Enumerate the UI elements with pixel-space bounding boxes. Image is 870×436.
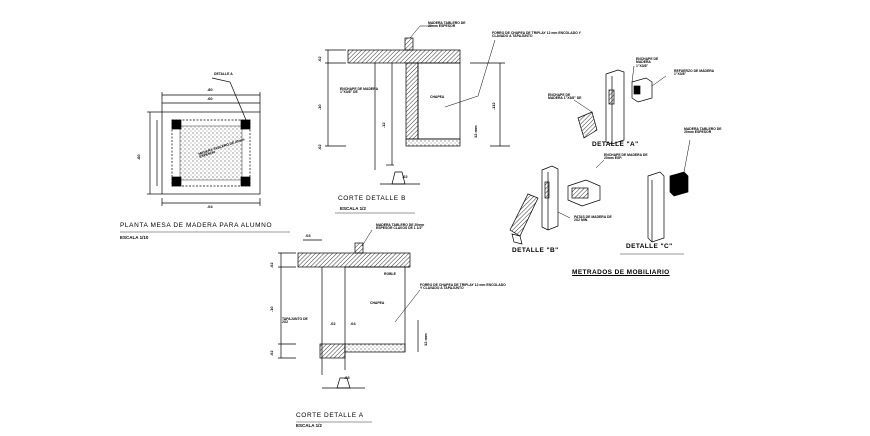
detalle-c-iso [620,139,691,255]
block-a-iso [577,111,598,139]
corte-b-dim-height: .10 [317,104,322,110]
corte-b-dim-bottom: .02 [317,144,322,150]
metrados-note-2: ENCHAPE DE MADERA 1"X3/8" DE [548,93,582,101]
planta-detail-callout: DETALLE A [214,72,233,76]
cap-a-iso [631,77,653,103]
corte-a-note-forro: FORRO DE CHAPEA DE TRIPLAY 12 mm ENCOLAD… [420,283,506,291]
block-a [354,242,364,254]
panel-b [417,62,461,140]
planta-dim-width: .80 [207,87,213,92]
post-b [405,62,419,140]
corte-b-view [325,25,510,214]
corte-a-dim-c: .04 [350,321,356,326]
corte-a-note-chapea: CHAPEA [370,301,385,305]
corte-a-note-tablero: MADERA TABLERO DE 20mm ESPESOR CLAVOS DE… [376,223,425,231]
corte-a-title: CORTE DETALLE A [296,412,364,419]
detalle-a-label: DETALLE "A" [592,141,639,148]
corte-b-note-tablero: MADERA TABLERO DE 20mm ESPESOR [428,21,466,29]
metrados-note-5: ENCHAPE DE MADERA DE 20mm ESP. [604,153,648,161]
corte-a-note-roble: ROBLE [384,272,396,276]
corte-a-dim-top: .03 [305,233,311,238]
detalle-b-iso [509,159,605,245]
detalle-a-iso [573,65,667,145]
table-inner-outline [171,119,251,187]
rail-b-iso [509,193,539,237]
corte-a-dim-mm: 12 mm [423,333,428,346]
metrados-title: METRADOS DE MOBILIARIO [572,269,670,276]
post-c-iso [647,171,665,243]
detalle-c-label: DETALLE "C" [626,243,673,250]
corte-a-dim-height: .10 [269,306,274,312]
corte-b-note-chapea: CHAPEA [430,95,445,99]
corte-b-dim-base: .02 [402,174,408,179]
corte-a-dim-b: .02 [330,321,336,326]
leg-bottom-right [240,176,251,187]
corte-b-dim-mm: 12 mm [473,125,478,138]
tabletop-b [347,49,461,64]
detail-a-leader [211,77,247,121]
corte-a-scale: ESCALA 1/2 [296,423,322,428]
table-panel [179,125,243,181]
table-outer-outline [161,111,261,195]
rail-a [319,343,346,359]
corte-a-note-tapajunto: TAPAJUNTO DE 2X2 [282,317,308,325]
corte-a-dim-a: .02 [269,262,274,268]
box-b-iso [567,179,601,207]
corte-b-note-enchape: ENCHAPE DE MADERA 1"X3/8" DE [340,87,378,95]
leg-bottom-left [171,176,182,187]
planta-dim-bottom: .04 [207,204,213,209]
strip-a [344,343,406,353]
corte-b-scale: ESCALA 1/2 [340,206,366,211]
cap-c-iso [669,171,689,197]
leg-top-right [240,119,251,130]
metrados-note-6: PATAS DE MADERA DE 2X2 MIN. [574,215,612,223]
post-a-iso [605,69,625,145]
corte-b-note-forro: FORRO DE CHAPEA DE TRIPLAY 12 mm ENCOLAD… [492,31,581,39]
corte-b-title: CORTE DETALLE B [338,195,406,202]
metrados-note-4: MADERA TABLERO DE 20mm ESPESOR [684,127,722,135]
detalle-b-label: DETALLE "B" [512,247,559,254]
planta-scale: ESCALA 1/10 [120,235,149,240]
planta-dim-depth: .60 [136,154,141,160]
leg-top-left [171,119,182,130]
corte-b-dim-right: .112 [491,102,496,110]
block-b [404,37,414,51]
corte-a-dim-base: .03 [344,375,350,380]
rail-b [405,138,461,147]
planta-dim-inner-width: .60 [207,96,213,101]
corte-a-dim-bottom: .02 [269,350,274,356]
tabletop-a [297,252,411,268]
corte-a-view [278,229,421,423]
corte-b-dim-top: .02 [317,56,322,62]
metrados-note-1: ENCHAPE DE MADERA 1"X3/8" [636,57,659,68]
post-b-iso [541,165,559,231]
corte-b-dim-inner: .12 [381,122,386,128]
planta-title: PLANTA MESA DE MADERA PARA ALUMNO [120,222,273,229]
metrados-note-3: REFUERZO DE MADERA 1"X3/8" [674,69,714,77]
planta-view [120,77,290,233]
